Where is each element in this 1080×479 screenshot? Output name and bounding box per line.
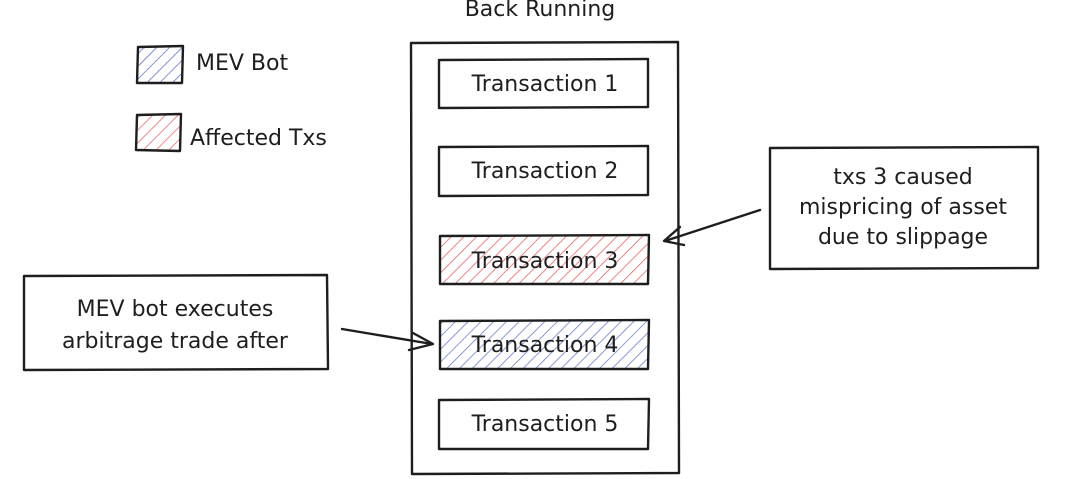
legend-swatch-blue: [138, 47, 182, 83]
transaction-label: Transaction 5: [471, 412, 619, 437]
transaction-5: Transaction 5: [437, 397, 651, 451]
transaction-3: Transaction 3: [438, 233, 651, 286]
transaction-box: [437, 57, 650, 110]
transaction-label: Transaction 4: [471, 333, 619, 358]
legend-swatch-border: [135, 44, 185, 85]
mev-hatch-fill: [440, 321, 648, 369]
transaction-box: [438, 233, 651, 286]
transaction-label: Transaction 3: [471, 249, 619, 274]
note-box: [768, 145, 1040, 271]
legend-swatch-border: [134, 112, 183, 153]
transaction-4: Transaction 4: [438, 318, 651, 371]
diagram-title: Back Running: [465, 0, 616, 22]
transaction-2: Transaction 2: [437, 144, 650, 198]
transaction-box: [437, 397, 651, 451]
legend-label: MEV Bot: [196, 51, 288, 76]
note-line: MEV bot executes: [77, 297, 274, 322]
note-left: MEV bot executes arbitrage trade after: [22, 273, 330, 372]
transaction-label: Transaction 1: [471, 72, 619, 97]
transaction-box: [437, 144, 650, 198]
transaction-label: Transaction 2: [471, 159, 619, 184]
arrow-shaft: [340, 327, 434, 346]
legend-item-mev-bot: MEV Bot: [135, 44, 288, 85]
note-line: due to slippage: [818, 225, 988, 250]
note-line: mispricing of asset: [799, 195, 1007, 220]
legend-item-affected-txs: Affected Txs: [134, 112, 327, 153]
transaction-box: [438, 318, 651, 371]
note-line: txs 3 caused: [833, 165, 973, 190]
affected-hatch-fill: [440, 236, 648, 284]
arrow-to-transaction-4: [340, 327, 435, 352]
legend-swatch-red: [136, 115, 180, 151]
note-right: txs 3 caused mispricing of asset due to …: [768, 145, 1040, 271]
note-line: arbitrage trade after: [62, 329, 289, 354]
arrow-shaft: [663, 208, 762, 243]
legend-label: Affected Txs: [190, 126, 327, 151]
arrow-head: [407, 331, 435, 352]
legend: MEV Bot Affected Txs: [134, 44, 327, 153]
block-container: [409, 40, 681, 476]
arrow-to-transaction-3: [662, 208, 762, 247]
transaction-1: Transaction 1: [437, 57, 650, 110]
arrow-head: [662, 225, 686, 247]
note-box: [22, 273, 330, 372]
